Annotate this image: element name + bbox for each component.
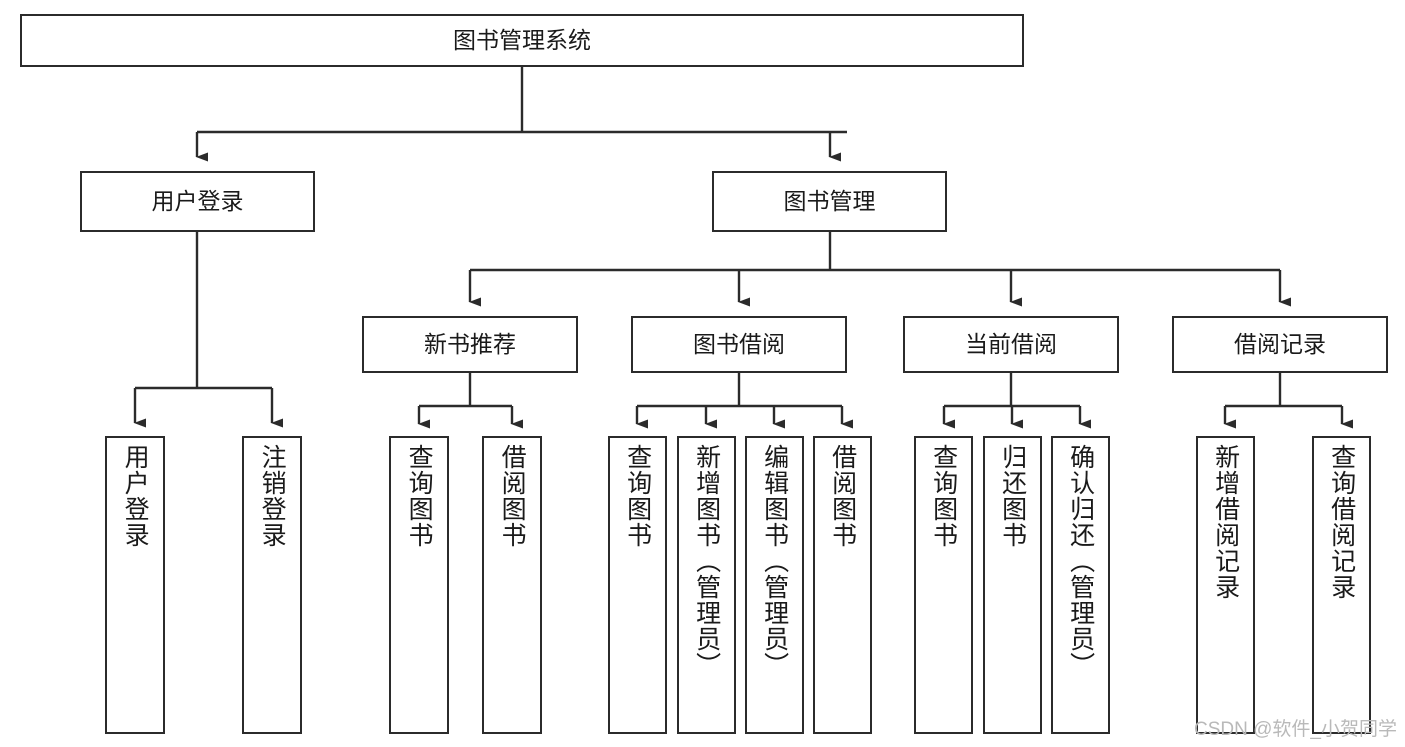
node-book-management[interactable]: 图书管理 bbox=[712, 171, 947, 232]
leaf-book-borrow-edit-book-admin-label: 编辑图书（管理员） bbox=[760, 444, 789, 678]
leaf-new-book-query-book-label: 查询图书 bbox=[405, 444, 434, 548]
watermark-text: CSDN @软件_小贺同学 bbox=[1194, 719, 1397, 740]
leaf-current-borrow-query-book[interactable]: 查询图书 bbox=[914, 436, 973, 734]
node-book-borrow[interactable]: 图书借阅 bbox=[631, 316, 847, 373]
leaf-borrow-record-add-record[interactable]: 新增借阅记录 bbox=[1196, 436, 1255, 734]
leaf-book-borrow-edit-book-admin[interactable]: 编辑图书（管理员） bbox=[745, 436, 804, 734]
node-borrow-record-label: 借阅记录 bbox=[1234, 330, 1326, 357]
leaf-book-borrow-borrow-book[interactable]: 借阅图书 bbox=[813, 436, 872, 734]
leaf-current-borrow-query-book-label: 查询图书 bbox=[929, 444, 958, 548]
node-book-management-label: 图书管理 bbox=[783, 187, 876, 214]
leaf-new-book-borrow-book-label: 借阅图书 bbox=[498, 444, 527, 548]
leaf-book-borrow-borrow-book-label: 借阅图书 bbox=[828, 444, 857, 548]
node-book-borrow-label: 图书借阅 bbox=[693, 330, 785, 357]
leaf-new-book-query-book[interactable]: 查询图书 bbox=[389, 436, 449, 734]
node-user-login[interactable]: 用户登录 bbox=[80, 171, 315, 232]
node-root-book-management-system[interactable]: 图书管理系统 bbox=[20, 14, 1024, 67]
leaf-new-book-borrow-book[interactable]: 借阅图书 bbox=[482, 436, 542, 734]
leaf-current-borrow-return-book[interactable]: 归还图书 bbox=[983, 436, 1042, 734]
leaf-book-borrow-query-book-label: 查询图书 bbox=[623, 444, 652, 548]
leaf-book-borrow-query-book[interactable]: 查询图书 bbox=[608, 436, 667, 734]
leaf-user-login-logout-label: 注销登录 bbox=[258, 444, 287, 548]
leaf-user-login-login[interactable]: 用户登录 bbox=[105, 436, 165, 734]
node-root-label: 图书管理系统 bbox=[453, 26, 591, 53]
leaf-current-borrow-confirm-return-admin-label: 确认归还（管理员） bbox=[1066, 444, 1095, 678]
leaf-book-borrow-add-book-admin[interactable]: 新增图书（管理员） bbox=[677, 436, 736, 734]
leaf-current-borrow-confirm-return-admin[interactable]: 确认归还（管理员） bbox=[1051, 436, 1110, 734]
node-borrow-record[interactable]: 借阅记录 bbox=[1172, 316, 1388, 373]
node-user-login-label: 用户登录 bbox=[151, 187, 244, 214]
node-new-book-recommend[interactable]: 新书推荐 bbox=[362, 316, 578, 373]
node-current-borrow-label: 当前借阅 bbox=[965, 330, 1057, 357]
node-current-borrow[interactable]: 当前借阅 bbox=[903, 316, 1119, 373]
leaf-user-login-login-label: 用户登录 bbox=[121, 444, 150, 548]
node-new-book-recommend-label: 新书推荐 bbox=[424, 330, 516, 357]
leaf-borrow-record-query-record-label: 查询借阅记录 bbox=[1327, 444, 1356, 600]
leaf-book-borrow-add-book-admin-label: 新增图书（管理员） bbox=[692, 444, 721, 678]
leaf-borrow-record-add-record-label: 新增借阅记录 bbox=[1211, 444, 1240, 600]
leaf-user-login-logout[interactable]: 注销登录 bbox=[242, 436, 302, 734]
leaf-current-borrow-return-book-label: 归还图书 bbox=[998, 444, 1027, 548]
leaf-borrow-record-query-record[interactable]: 查询借阅记录 bbox=[1312, 436, 1371, 734]
